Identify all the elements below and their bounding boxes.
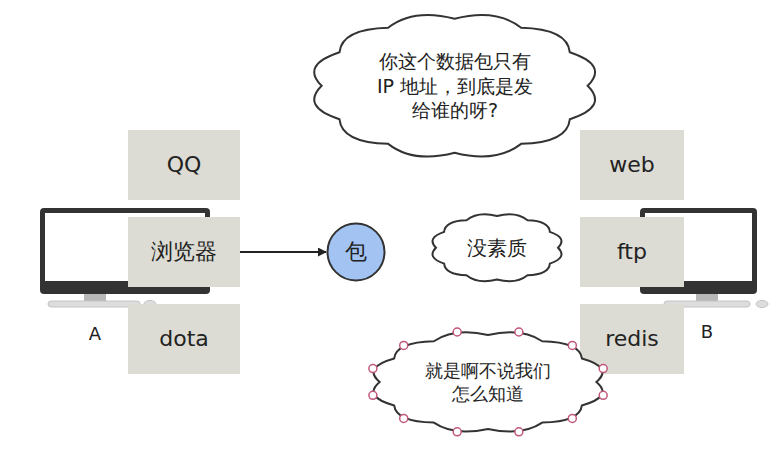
speech-cloud: 你这个数据包只有 IP 地址，到底是发 给谁的呀? — [300, 6, 609, 166]
app-box: dota — [128, 304, 240, 374]
selection-handle — [400, 341, 408, 349]
keyboard — [48, 301, 140, 307]
node-label: ftp — [617, 238, 647, 267]
node-label: redis — [605, 325, 659, 354]
cloud-shape — [315, 15, 596, 157]
speech-cloud: 就是啊不说我们 怎么知道 — [362, 326, 614, 438]
packet-shape — [328, 224, 385, 281]
selection-handle — [568, 341, 576, 349]
app-box: QQ — [128, 130, 240, 200]
cloud-shape — [374, 332, 603, 431]
selection-handle — [568, 415, 576, 423]
speech-text: 就是啊不说我们 怎么知道 — [425, 359, 552, 406]
cloud-shape — [433, 215, 562, 282]
selection-handle — [515, 328, 523, 336]
app-box: 浏览器 — [128, 217, 240, 287]
selection-handle — [515, 428, 523, 436]
node-label: 浏览器 — [151, 238, 217, 267]
selection-handle — [453, 428, 461, 436]
selection-handle — [453, 328, 461, 336]
selection-handle — [400, 415, 408, 423]
service-box: ftp — [580, 217, 684, 287]
arrow-connector — [240, 251, 326, 253]
node-label: 包 — [345, 238, 367, 267]
speech-text: 你这个数据包只有 IP 地址，到底是发 给谁的呀? — [375, 49, 535, 123]
computer-label: A — [89, 323, 101, 344]
speech-text: 没素质 — [465, 235, 529, 261]
selection-handle — [599, 365, 607, 373]
service-box: web — [580, 130, 684, 200]
selection-handle — [599, 391, 607, 399]
speech-cloud: 没素质 — [426, 210, 568, 286]
selection-handle — [369, 391, 377, 399]
cloud-outline — [362, 326, 614, 438]
packet-circle: 包 — [326, 222, 386, 282]
selection-handle — [369, 365, 377, 373]
node-label: QQ — [167, 151, 202, 180]
computer-label: B — [701, 321, 713, 342]
node-label: dota — [159, 325, 209, 354]
mouse — [756, 301, 768, 308]
node-label: web — [609, 151, 655, 180]
